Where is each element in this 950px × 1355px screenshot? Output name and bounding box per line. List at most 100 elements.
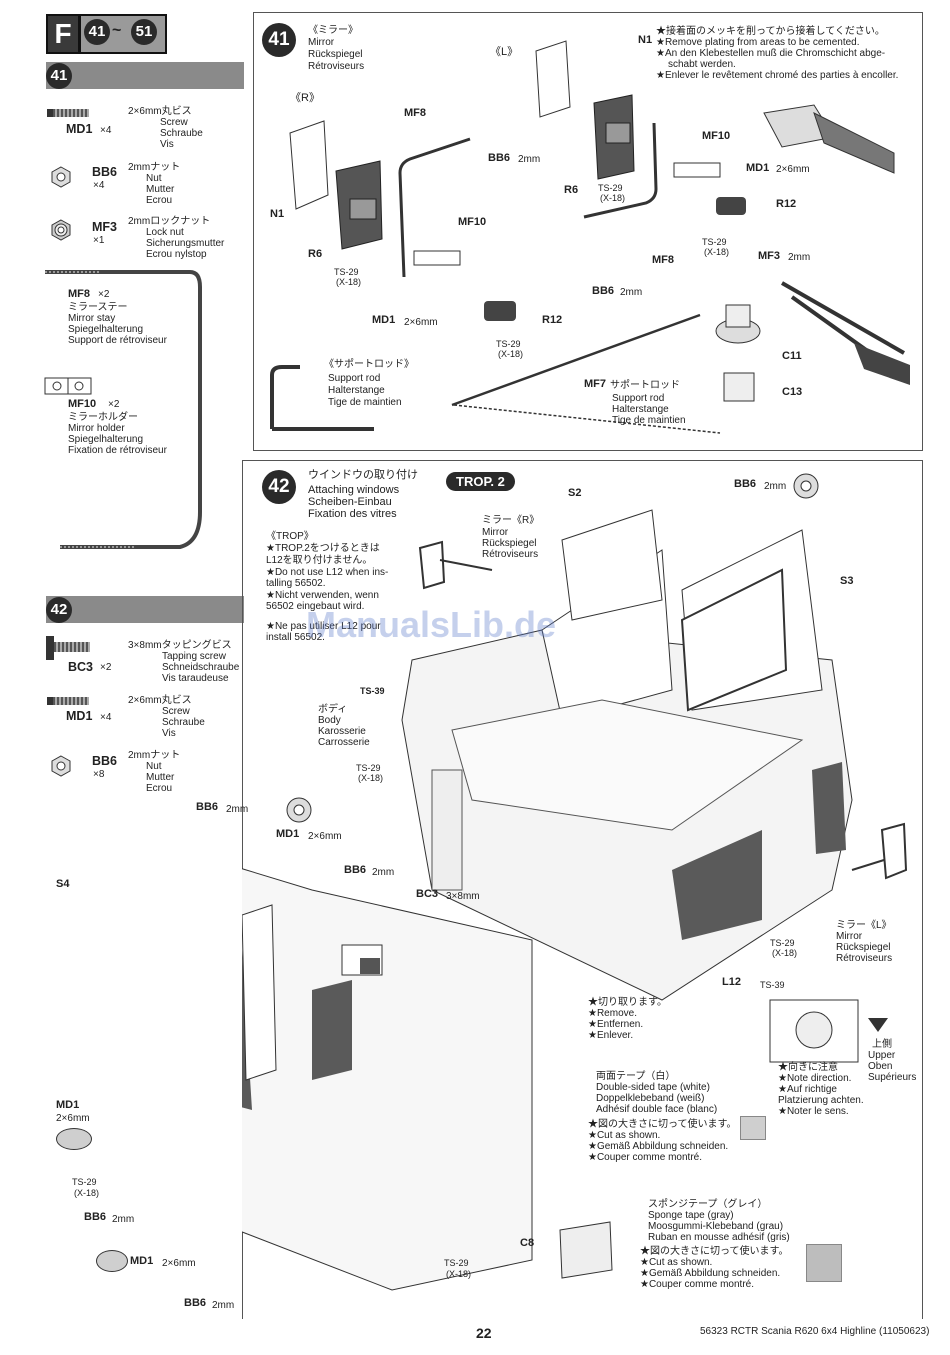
trop-note: L12を取り付けません。 — [266, 555, 373, 566]
part-label: BC3 — [416, 888, 439, 900]
paint-code: TS-29 — [72, 1177, 97, 1187]
part-desc-fr: Fixation de rétroviseur — [68, 445, 167, 456]
part-desc-de: Sicherungsmutter — [146, 238, 225, 249]
sponge-note: Sponge tape (gray) — [648, 1210, 734, 1221]
nut-icon — [51, 755, 71, 777]
tapping-screw-shaft — [54, 642, 90, 652]
part-qty: ×4 — [100, 125, 112, 136]
mirror-r-jp: ミラー《R》 — [482, 515, 540, 526]
side-r-label: 《R》 — [290, 92, 320, 104]
part-size: 2×6mm — [404, 317, 438, 328]
part-label: BB6 — [184, 1297, 207, 1309]
part-label: C8 — [520, 1237, 535, 1249]
part-size: 2mm — [112, 1214, 135, 1225]
part-desc-fr: Ecrou — [146, 783, 173, 794]
model-footer: 56323 RCTR Scania R620 6x4 Highline (110… — [700, 1326, 930, 1337]
part-code: MD1 — [66, 709, 93, 723]
side-l-label: 《L》 — [490, 46, 519, 58]
paint-code: (X-18) — [704, 247, 730, 257]
paint-code: (X-18) — [358, 773, 384, 783]
cut-note: ★Gemäß Abbildung schneiden. — [640, 1268, 781, 1279]
plating-note: ★An den Klebestellen muß die Chromschich… — [656, 48, 886, 59]
part-desc-de: Spiegelhalterung — [68, 434, 144, 445]
part-label: R12 — [542, 314, 563, 326]
range-separator: ~ — [112, 22, 122, 39]
cut-note: ★図の大きさに切って使います。 — [588, 1119, 737, 1130]
part-desc-en: Mirror stay — [68, 313, 116, 324]
part-size: 2×6mm — [776, 164, 810, 175]
mirror-holder-icon — [44, 377, 92, 395]
upper-label: Supérieurs — [868, 1072, 917, 1083]
part-label: C13 — [782, 386, 803, 398]
part-qty: ×8 — [93, 769, 105, 780]
part-label: BB6 — [488, 152, 511, 164]
screw-icon — [47, 697, 89, 705]
part-label: L12 — [722, 976, 741, 988]
section-letter: F — [54, 18, 72, 49]
paint-code: (X-18) — [498, 349, 524, 359]
part-size: 3×8mm — [446, 891, 480, 902]
body-de: Karosserie — [318, 726, 366, 737]
part-desc-en: Nut — [146, 761, 162, 772]
mirror-l-de: Rückspiegel — [836, 942, 891, 953]
sidebar-step42-bar — [46, 596, 244, 623]
part-label: MD1 — [56, 1099, 80, 1111]
lock-nut-icon — [51, 219, 71, 241]
step42-title-jp: ウインドウの取り付け — [308, 469, 418, 481]
tape-white-note: Double-sided tape (white) — [596, 1082, 710, 1093]
part-desc-de: Schraube — [162, 717, 205, 728]
part-desc-en: Lock nut — [146, 227, 184, 238]
mirror-exploded-drawing — [270, 40, 910, 434]
part-code: MD1 — [66, 122, 93, 136]
part-qty: ×4 — [100, 712, 112, 723]
part-label: MD1 — [372, 314, 396, 326]
part-code: MF10 — [68, 398, 97, 410]
part-label: BB6 — [592, 285, 615, 297]
mirror-l-en: Mirror — [836, 931, 863, 942]
cut-note: ★図の大きさに切って使います。 — [640, 1246, 789, 1257]
cut-note: ★Cut as shown. — [640, 1257, 713, 1268]
paint-code: TS-39 — [760, 980, 785, 990]
paint-code: TS-39 — [360, 686, 385, 696]
part-label: BB6 — [734, 478, 757, 490]
part-label: R6 — [308, 248, 323, 260]
paint-code: TS-29 — [702, 237, 727, 247]
direction-note: ★向きに注意 — [778, 1062, 838, 1073]
mf7-desc-fr: Tige de maintien — [612, 415, 686, 426]
step41-title-fr: Rétroviseurs — [308, 61, 365, 72]
mf7-desc-en: Support rod — [612, 393, 665, 404]
part-desc-fr: Ecrou nylstop — [146, 249, 207, 260]
cut-note: ★Couper comme montré. — [640, 1279, 755, 1290]
step41-title-de: Rückspiegel — [308, 49, 363, 60]
paint-code: TS-29 — [356, 763, 381, 773]
mirror-r-fr: Rétroviseurs — [482, 549, 539, 560]
support-rod-title-fr: Tige de maintien — [328, 397, 402, 408]
direction-note: ★Note direction. — [778, 1073, 852, 1084]
part-desc-en: Nut — [146, 173, 162, 184]
part-desc-fr: Ecrou — [146, 195, 173, 206]
part-qty: ×2 — [108, 399, 120, 410]
part-size: 2×6mm — [56, 1113, 90, 1124]
sponge-tape-swatch — [806, 1244, 842, 1282]
part-label: MF7 — [584, 378, 606, 390]
trop-note: install 56502. — [266, 632, 325, 643]
trop-badge: TROP. 2 — [446, 472, 515, 491]
tape-white-note: 両面テープ（白） — [596, 1071, 676, 1082]
part-size: 2mm — [764, 481, 787, 492]
step42-title-en: Attaching windows — [308, 484, 400, 496]
part-desc-en: Screw — [162, 706, 190, 717]
tapping-screw-icon — [46, 636, 54, 660]
part-size: 2mm — [372, 867, 395, 878]
paint-code: (X-18) — [772, 948, 798, 958]
part-desc-fr: Vis taraudeuse — [162, 673, 229, 684]
sponge-note: Ruban en mousse adhésif (gris) — [648, 1232, 790, 1243]
mirror-stay-icon — [45, 270, 202, 549]
plating-note: ★Enlever le revêtement chromé des partie… — [656, 70, 899, 81]
part-desc-jp: 2mmロックナット — [128, 216, 211, 227]
step41-badge: 41 — [262, 23, 296, 57]
part-code: BC3 — [68, 660, 94, 674]
part-md1-icon — [47, 109, 89, 117]
plating-note: ★Remove plating from areas to be cemente… — [656, 37, 860, 48]
sidebar-step42-badge: 42 — [46, 597, 72, 623]
upper-label: Upper — [868, 1050, 896, 1061]
